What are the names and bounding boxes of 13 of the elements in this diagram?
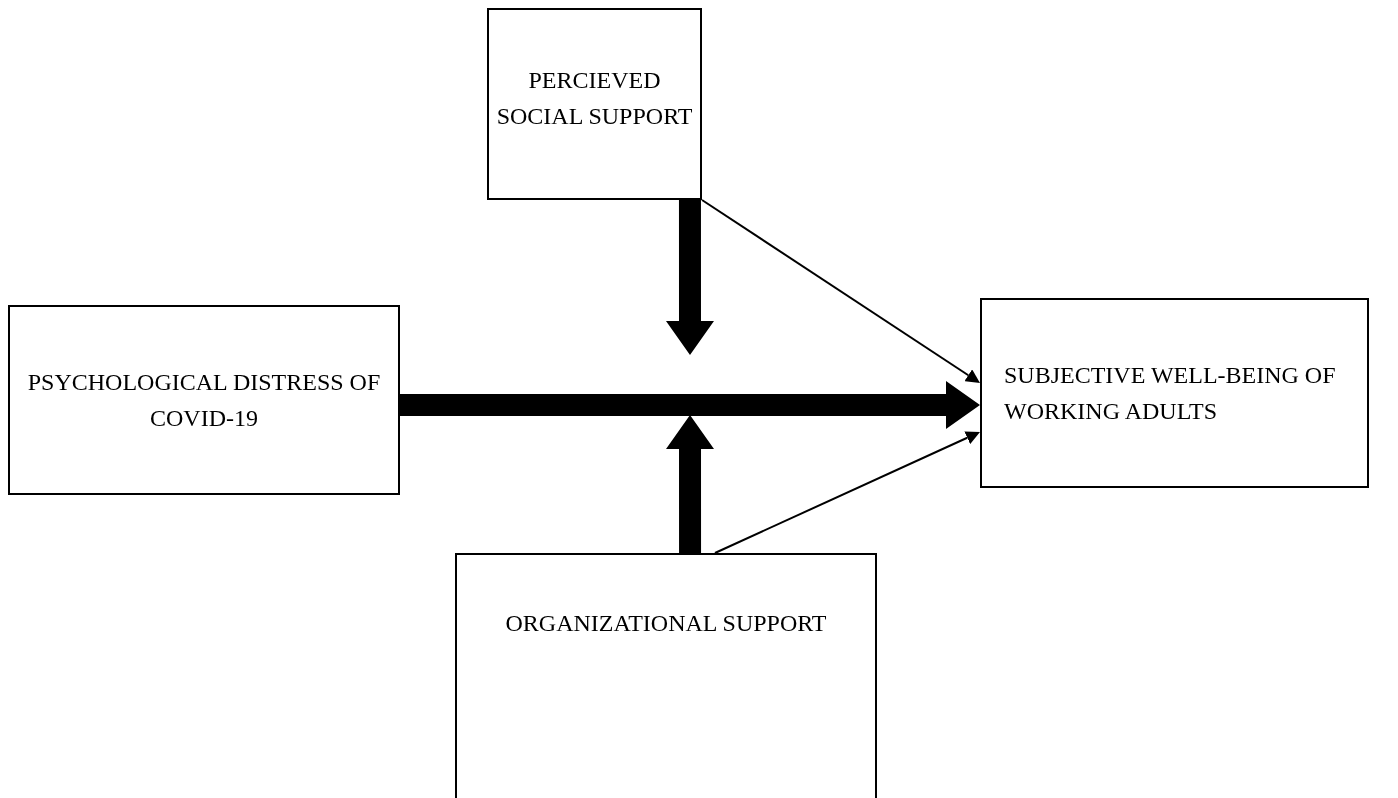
box-label: SUBJECTIVE WELL-BEING OF WORKING ADULTS: [1004, 361, 1337, 426]
block-arrow: [400, 380, 980, 429]
block-arrow: [666, 200, 714, 355]
arrow: [701, 199, 980, 383]
block-arrow: [666, 415, 714, 553]
variable-box: [980, 298, 1369, 488]
variable-box: [487, 8, 702, 200]
arrow: [713, 431, 980, 554]
variable-box: [455, 553, 877, 798]
box-label: ORGANIZATIONAL SUPPORT: [505, 609, 827, 638]
box-label: PSYCHOLOGICAL DISTRESS OF COVID-19: [26, 368, 382, 433]
box-label: PERCIEVED SOCIAL SUPPORT: [495, 66, 694, 131]
variable-box: [8, 305, 400, 495]
